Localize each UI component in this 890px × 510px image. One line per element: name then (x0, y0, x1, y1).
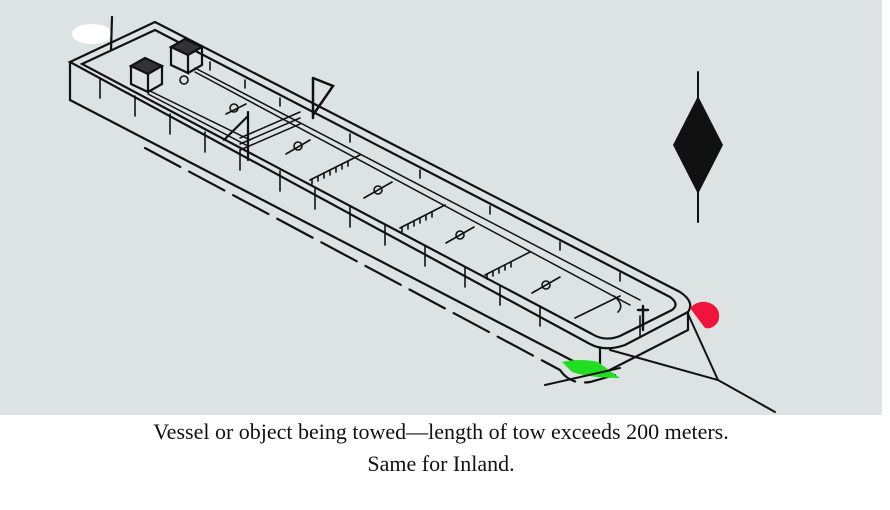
deck-box (168, 37, 205, 75)
starboard-sidelight-green (562, 360, 620, 378)
diamond-day-shape (673, 71, 723, 223)
figure-caption: Vessel or object being towed—length of t… (0, 416, 882, 480)
stern-light (72, 24, 112, 44)
port-sidelight-red (690, 301, 720, 329)
towline-bridle (609, 313, 776, 413)
towed-vessel-illustration (0, 0, 882, 415)
barge-drawing (67, 15, 776, 413)
caption-line-2: Same for Inland. (367, 451, 515, 476)
caption-line-1: Vessel or object being towed—length of t… (153, 419, 729, 444)
deck-box (128, 56, 165, 94)
hull-waterline (143, 146, 617, 384)
